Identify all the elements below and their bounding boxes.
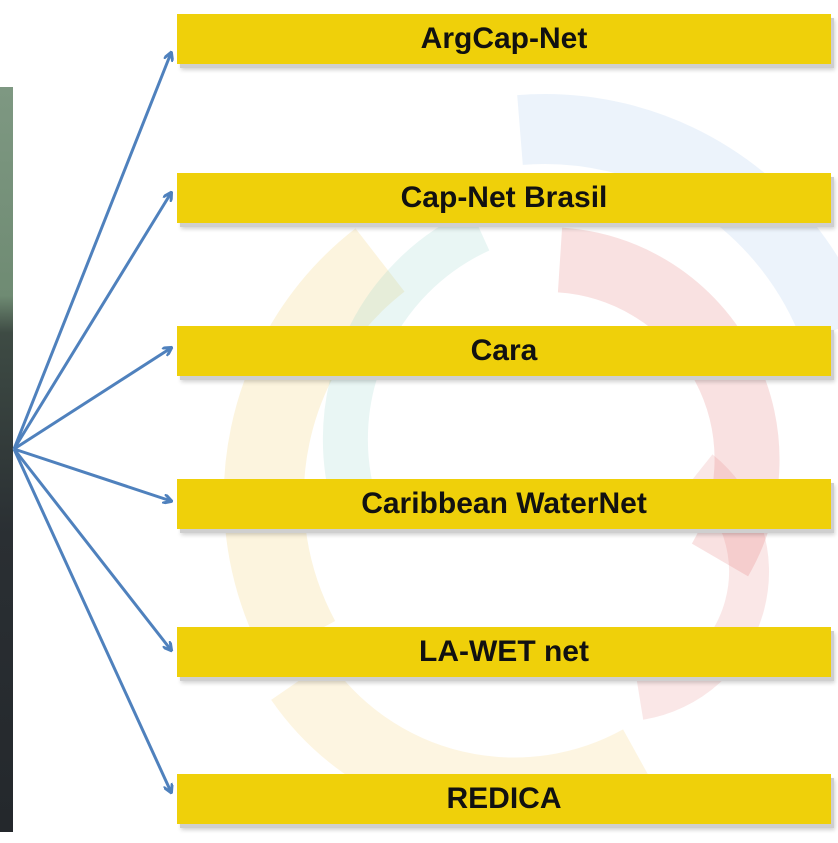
- arrow-to-argcap-net: [12, 53, 171, 450]
- arrow-to-cap-net-brasil: [12, 193, 171, 450]
- network-box-caribbean-waternet: Caribbean WaterNet: [177, 479, 831, 529]
- left-photo-edge: [0, 87, 13, 832]
- arrow-to-cara: [13, 348, 171, 451]
- network-label: Cara: [470, 334, 538, 367]
- network-label: Cap-Net Brasil: [400, 181, 608, 214]
- network-label: LA-WET net: [419, 635, 589, 668]
- arrow-to-la-wet-net: [12, 448, 171, 650]
- network-box-cap-net-brasil: Cap-Net Brasil: [177, 173, 831, 223]
- network-label: ArgCap-Net: [420, 22, 588, 55]
- arrow-to-redica: [12, 448, 171, 792]
- network-label: REDICA: [446, 782, 562, 815]
- network-box-la-wet-net: LA-WET net: [177, 627, 831, 677]
- network-box-redica: REDICA: [177, 774, 831, 824]
- network-box-cara: Cara: [177, 326, 831, 376]
- network-box-argcap-net: ArgCap-Net: [177, 14, 831, 64]
- network-label: Caribbean WaterNet: [361, 487, 647, 520]
- arrow-to-caribbean-waternet: [13, 447, 171, 501]
